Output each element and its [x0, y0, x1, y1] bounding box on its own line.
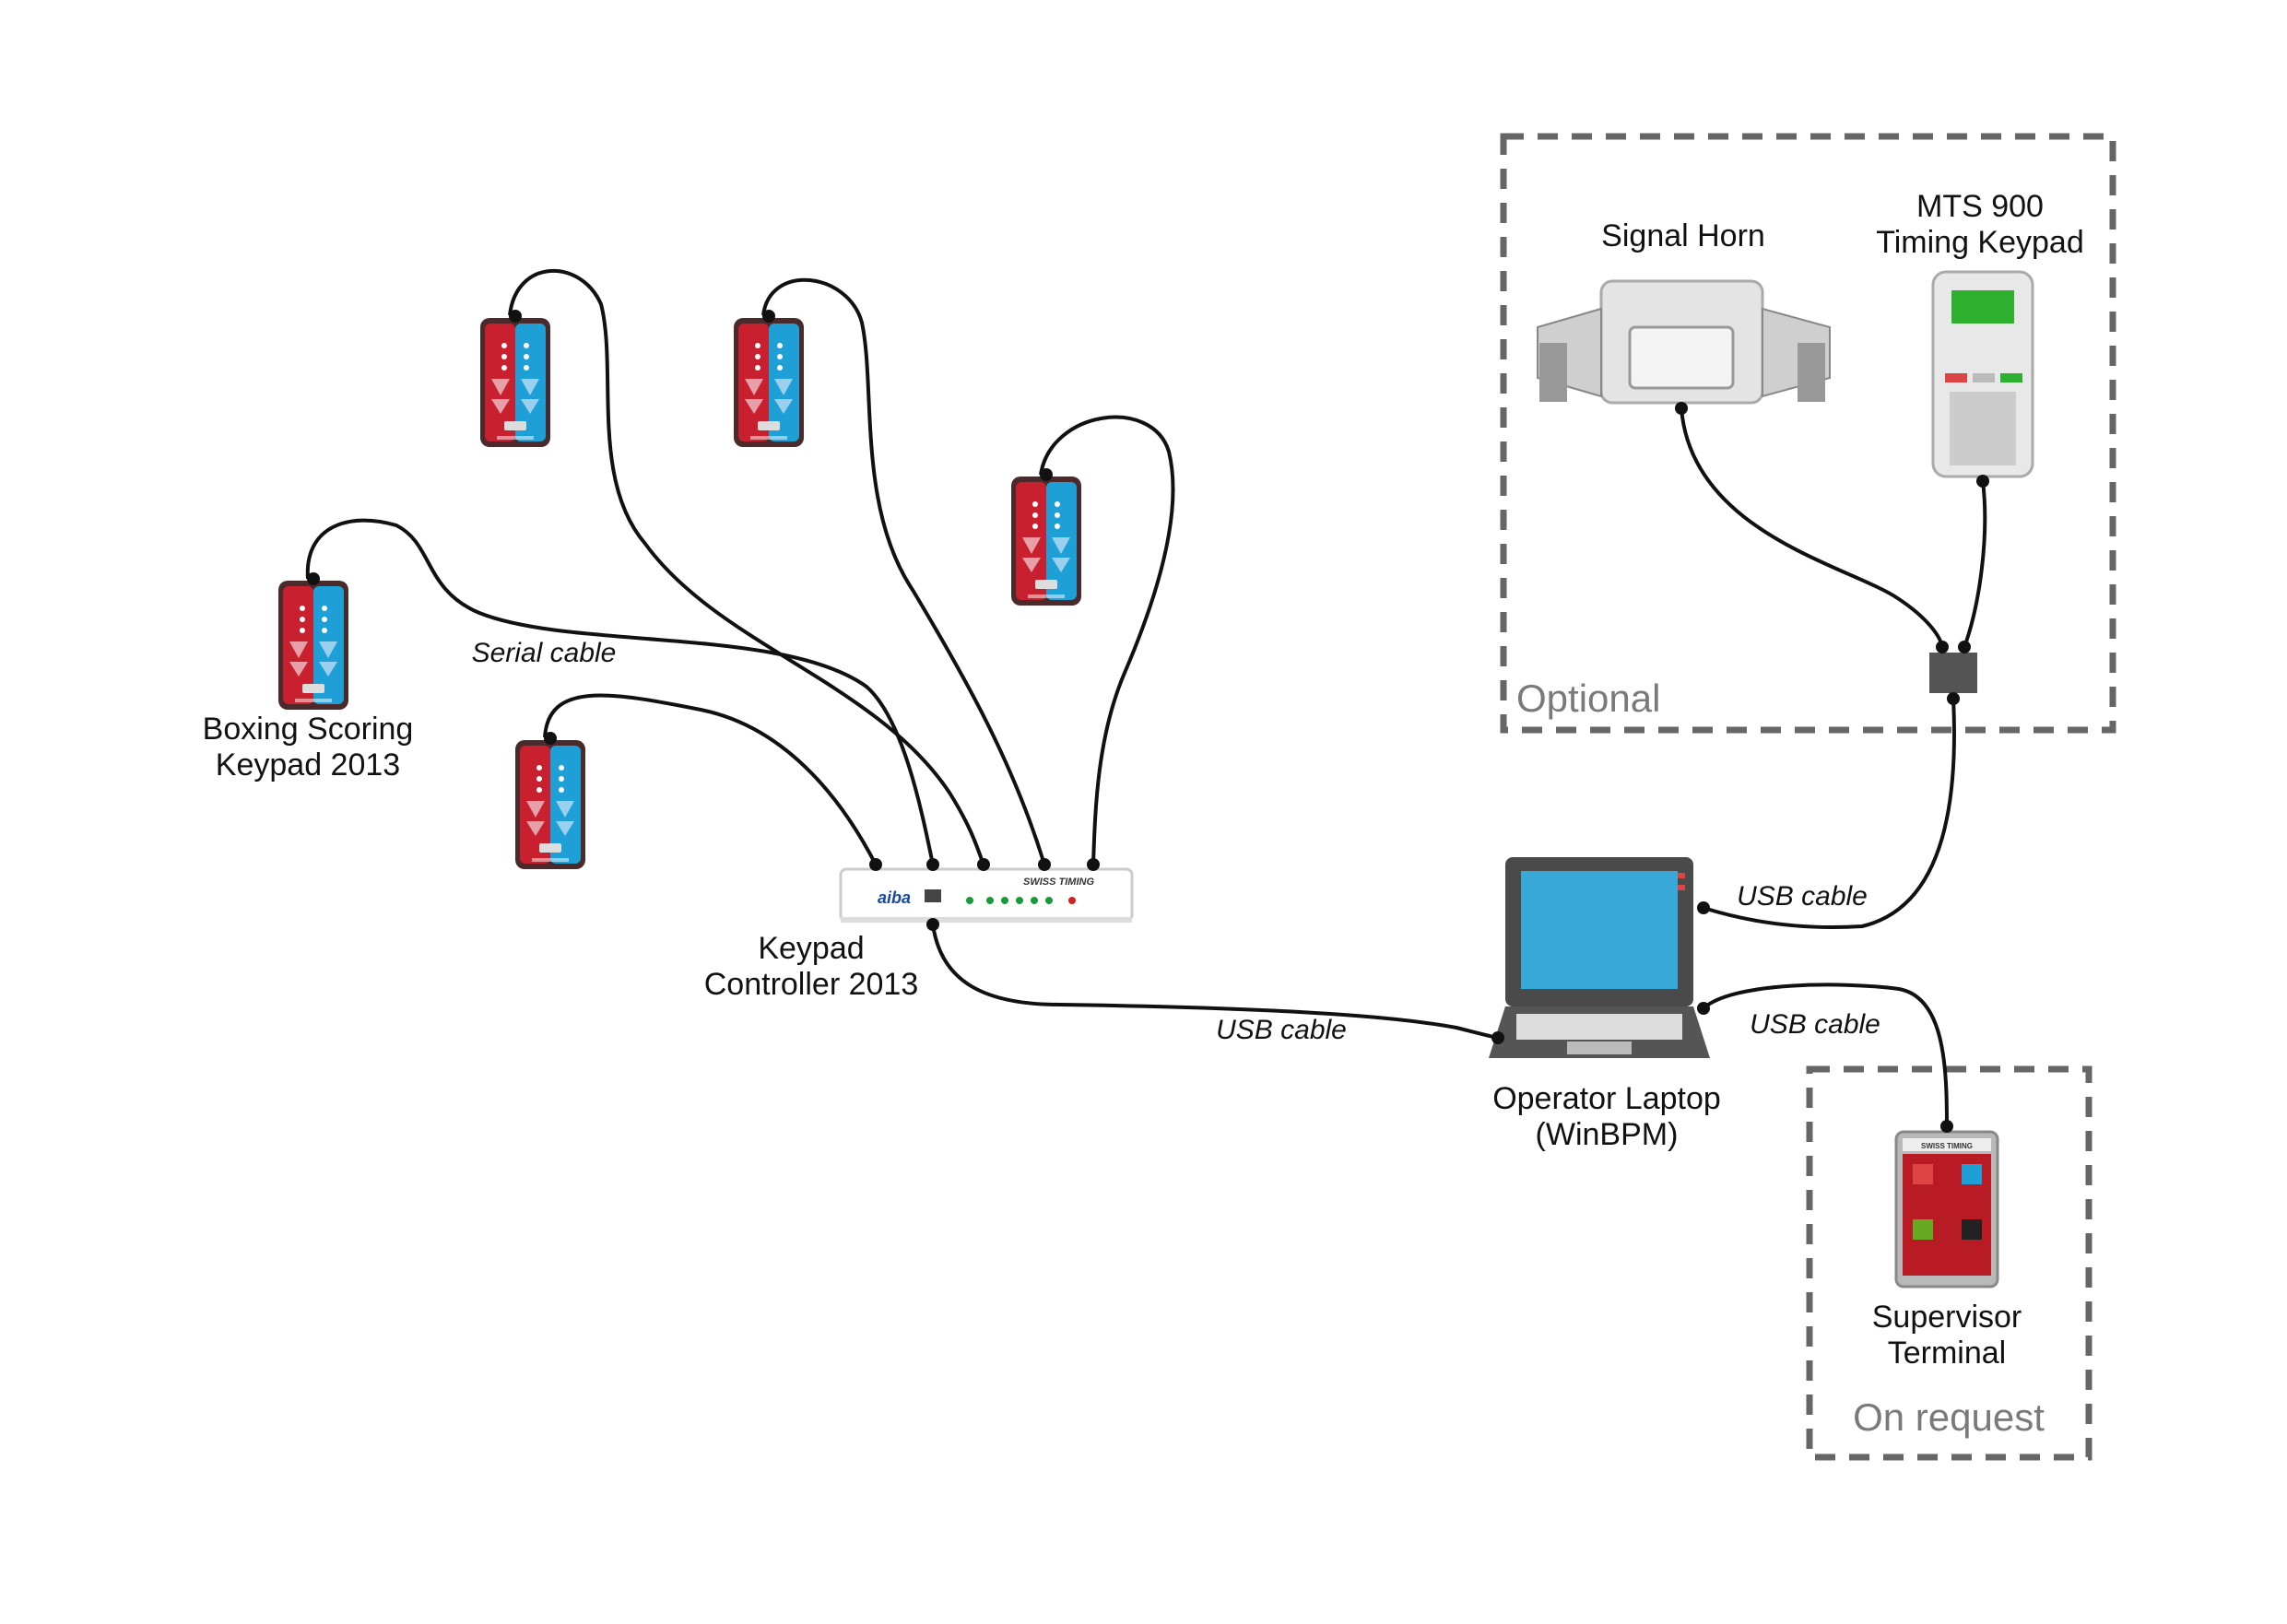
status-led: [1001, 897, 1008, 904]
timing-keypad-cable: [1963, 480, 1987, 648]
horn-cable: [1680, 407, 1944, 648]
supervisor-label-line2: Terminal: [1888, 1336, 2006, 1371]
usb-cable-optional: [1703, 698, 1956, 929]
timing-keypad-label-line1: MTS 900: [1916, 189, 2044, 224]
scoring-keypad-3: [1011, 468, 1081, 606]
usb-cable-supervisor: [1702, 983, 1949, 1127]
signal-horn: [1537, 279, 1831, 415]
supervisor-label-line1: Supervisor: [1872, 1300, 2022, 1335]
optional-group-box: [1500, 133, 2116, 734]
serial-cable-3: [508, 269, 985, 865]
scoring-keypad-label-line1: Boxing Scoring: [203, 712, 414, 747]
optional-group-label: Optional: [1516, 677, 1660, 720]
status-led: [966, 897, 973, 904]
status-led: [1068, 897, 1076, 904]
terminal-brand-logo: SWISS TIMING: [1921, 1142, 1973, 1150]
serial-cable-5: [1039, 415, 1175, 865]
scoring-keypad-label-line2: Keypad 2013: [216, 747, 400, 783]
serial-cable-1: [305, 518, 935, 865]
serial-cable-4: [761, 277, 1046, 865]
status-led: [1045, 897, 1053, 904]
scoring-keypad-1: [480, 310, 550, 447]
scoring-keypad-2: [734, 310, 804, 447]
usb-cable-controller: [931, 924, 1499, 1040]
timing-keypad-label-line2: Timing Keypad: [1876, 225, 2084, 260]
on-request-group-box: [1806, 1065, 2092, 1461]
usb-cable-label-optional: USB cable: [1737, 881, 1868, 912]
laptop-label-line1: Operator Laptop: [1492, 1081, 1721, 1116]
signal-horn-label: Signal Horn: [1601, 218, 1765, 253]
status-led: [986, 897, 994, 904]
supervisor-terminal: SWISS TIMING: [1894, 1120, 1999, 1289]
usb-cable-label-controller: USB cable: [1216, 1015, 1347, 1045]
aiba-logo: aiba: [878, 888, 911, 907]
timing-keypad: [1931, 270, 2034, 488]
serial-cable-2: [543, 693, 878, 865]
status-led: [1016, 897, 1023, 904]
serial-cable-label: Serial cable: [472, 638, 617, 668]
scoring-keypad-5: [515, 732, 585, 869]
swiss-timing-logo: SWISS TIMING: [1023, 877, 1094, 888]
controller-label-line1: Keypad: [758, 931, 864, 966]
cable-splitter: [1929, 641, 1977, 705]
keypad-controller: aiba SWISS TIMING: [839, 858, 1134, 931]
laptop-label-line2: (WinBPM): [1536, 1117, 1679, 1152]
scoring-keypad-4: [278, 572, 348, 710]
usb-cable-label-supervisor: USB cable: [1750, 1009, 1880, 1040]
on-request-group-label: On request: [1853, 1395, 2045, 1439]
status-led: [1031, 897, 1038, 904]
controller-label-line2: Controller 2013: [704, 967, 918, 1002]
operator-laptop: [1489, 857, 1710, 1058]
